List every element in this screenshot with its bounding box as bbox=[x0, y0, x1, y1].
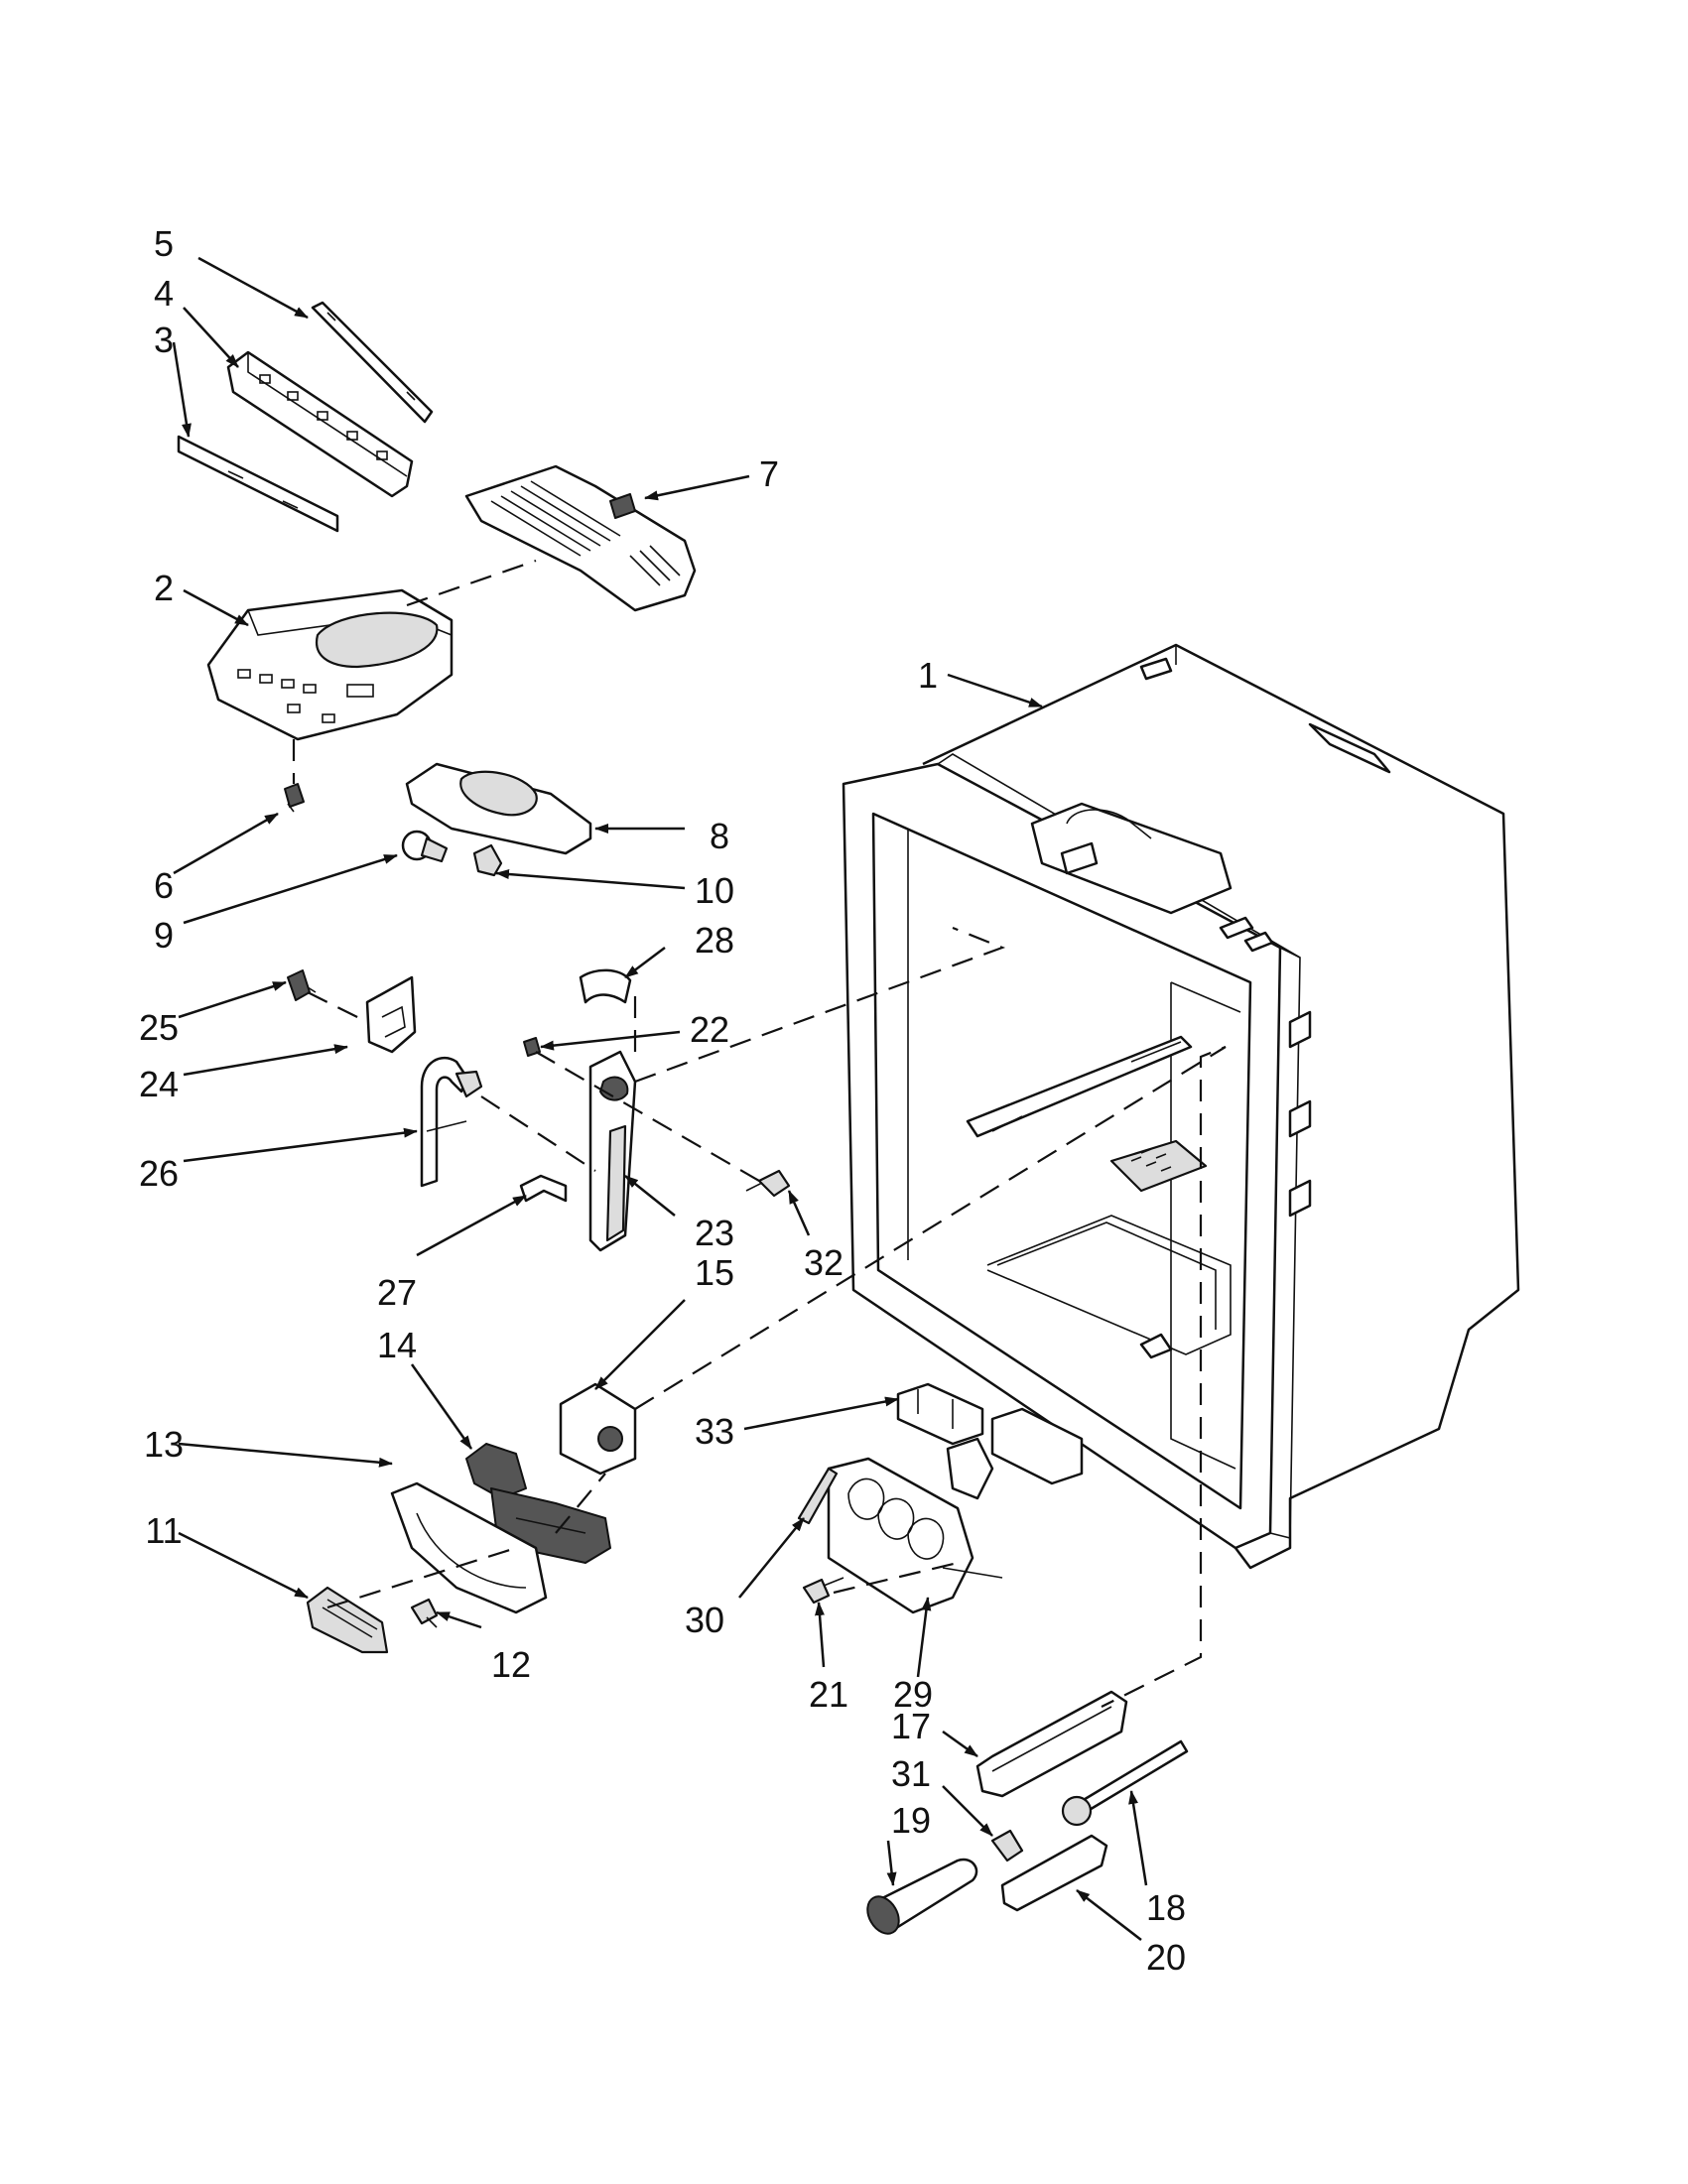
part-28-cover-plate bbox=[579, 968, 632, 1004]
callout-27: 27 bbox=[377, 1272, 417, 1313]
callout-10: 10 bbox=[695, 870, 734, 911]
callout-3: 3 bbox=[154, 320, 174, 360]
callout-31: 31 bbox=[891, 1753, 931, 1794]
callout-2: 2 bbox=[154, 568, 174, 608]
callout-5: 5 bbox=[154, 223, 174, 264]
callout-8: 8 bbox=[710, 816, 729, 856]
part-5-control-board bbox=[311, 301, 434, 424]
part-10-lamp-socket bbox=[472, 843, 503, 877]
part-19-water-filter bbox=[866, 1858, 978, 1935]
part-3-trim-strip bbox=[177, 435, 339, 533]
part-32-screw bbox=[745, 1169, 791, 1198]
part-1-refrigerator-liner bbox=[842, 643, 1520, 1570]
part-30-fill-tube bbox=[797, 1467, 839, 1525]
part-17-filter-bracket bbox=[975, 1690, 1128, 1798]
callout-19: 19 bbox=[891, 1800, 931, 1841]
part-12-screw bbox=[410, 1598, 439, 1628]
part-24-bracket bbox=[365, 975, 417, 1054]
callout-20: 20 bbox=[1146, 1937, 1186, 1978]
callout-28: 28 bbox=[695, 920, 734, 961]
callout-33: 33 bbox=[695, 1411, 734, 1452]
callout-15: 15 bbox=[695, 1252, 734, 1293]
callout-labels: 5 4 3 7 2 1 8 6 10 9 28 22 25 24 26 23 3… bbox=[139, 223, 1186, 1978]
part-6-switch bbox=[284, 783, 305, 813]
part-7-vent-cover bbox=[464, 464, 697, 612]
part-26-water-tube bbox=[420, 1056, 483, 1188]
part-27-clip bbox=[519, 1174, 568, 1203]
assembly-lines bbox=[292, 559, 1227, 1708]
callout-30: 30 bbox=[685, 1600, 724, 1640]
callout-4: 4 bbox=[154, 273, 174, 314]
callout-22: 22 bbox=[690, 1009, 729, 1050]
callout-1: 1 bbox=[918, 655, 938, 696]
part-9-light-bulb bbox=[401, 830, 449, 863]
part-8-lamp-housing bbox=[405, 762, 592, 855]
callout-12: 12 bbox=[491, 1644, 531, 1685]
part-25-sensor bbox=[287, 969, 317, 1001]
part-18-filter-rod bbox=[1061, 1739, 1189, 1827]
part-2-control-housing bbox=[206, 588, 454, 741]
callout-7: 7 bbox=[759, 453, 779, 494]
callout-9: 9 bbox=[154, 915, 174, 956]
callout-18: 18 bbox=[1146, 1887, 1186, 1928]
callout-24: 24 bbox=[139, 1064, 179, 1104]
part-29-ice-maker-assembly bbox=[827, 1457, 1003, 1614]
part-33-mounting-bracket bbox=[896, 1382, 1084, 1500]
callout-26: 26 bbox=[139, 1153, 179, 1194]
callout-29: 29 bbox=[893, 1674, 933, 1715]
callout-32: 32 bbox=[804, 1242, 844, 1283]
leader-arrows bbox=[172, 256, 1148, 1941]
callout-17: 17 bbox=[891, 1706, 931, 1746]
part-20-filter-cover bbox=[1000, 1834, 1108, 1912]
part-13-bezel bbox=[390, 1481, 548, 1614]
callout-11: 11 bbox=[145, 1510, 182, 1551]
callout-6: 6 bbox=[154, 865, 174, 906]
callout-23: 23 bbox=[695, 1213, 734, 1253]
part-23-dispenser-housing bbox=[588, 1050, 637, 1252]
part-15-actuator bbox=[559, 1382, 637, 1476]
part-21-screw bbox=[802, 1577, 844, 1605]
part-4-control-panel bbox=[226, 350, 414, 498]
part-31-filter-cap bbox=[990, 1829, 1024, 1863]
part-11-drip-tray bbox=[306, 1586, 389, 1654]
callout-25: 25 bbox=[139, 1007, 179, 1048]
callout-14: 14 bbox=[377, 1325, 417, 1365]
part-22-switch bbox=[523, 1037, 541, 1057]
callout-21: 21 bbox=[809, 1674, 848, 1715]
callout-13: 13 bbox=[144, 1424, 184, 1465]
